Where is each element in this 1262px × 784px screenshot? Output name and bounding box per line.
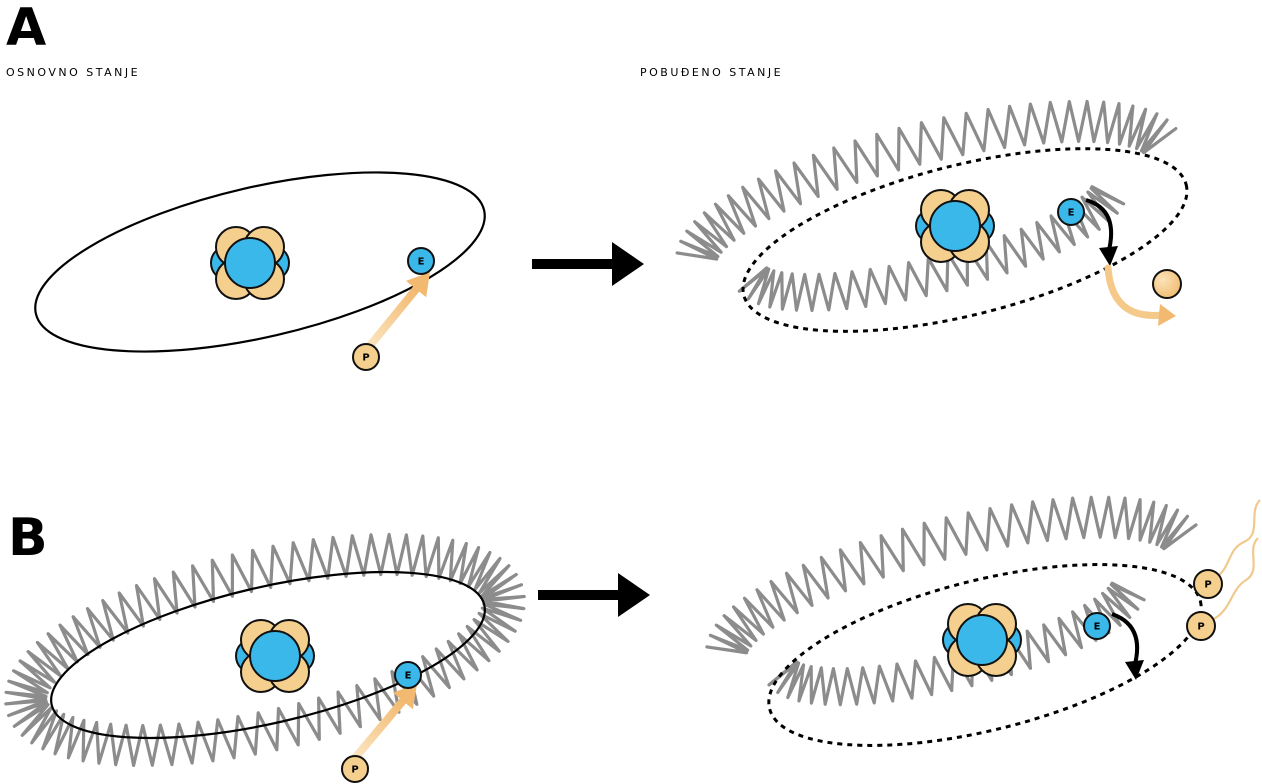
photon-b-ground-label: P: [351, 765, 358, 776]
emitted-photon-path-a: [1108, 268, 1162, 315]
nucleus-a-ground: [211, 227, 289, 299]
nucleus-b-excited: [943, 604, 1021, 676]
transition-arrow-a: [532, 242, 644, 286]
nucleus-b-ground: [236, 620, 314, 692]
transition-arrow-b: [538, 573, 650, 617]
wave-layer: [6, 101, 1196, 765]
electron-a-ground: E: [408, 248, 434, 274]
emitted-photon-b-2: P: [1187, 612, 1215, 640]
nucleus-core: [225, 238, 275, 288]
electron-jump-arrow-b-head: [1125, 660, 1144, 680]
electron-a-ground-label: E: [418, 257, 425, 268]
electron-a-excited-label: E: [1068, 208, 1075, 219]
electron-b-ground-label: E: [405, 671, 412, 682]
transition-arrow-a-shaft: [532, 259, 616, 269]
nucleus-core: [250, 631, 300, 681]
emitted-photon-b-2-label: P: [1197, 622, 1204, 633]
orbit-layer: [19, 112, 1219, 781]
photon-b-ground: P: [342, 756, 368, 782]
electron-b-excited-label: E: [1094, 622, 1101, 633]
emitted-photon-b-1: P: [1194, 570, 1222, 598]
emitted-photon-a: [1153, 270, 1181, 298]
electron-b-excited: E: [1084, 613, 1110, 639]
nucleus-core: [957, 615, 1007, 665]
emitted-photon-b-1-label: P: [1204, 580, 1211, 591]
transition-arrow-b-head: [618, 573, 650, 617]
transition-arrow-a-head: [612, 242, 644, 286]
photon-a-ground: P: [353, 344, 379, 370]
transition-arrow-b-shaft: [538, 590, 622, 600]
emitted-photon-head-a: [1158, 304, 1176, 326]
nucleus-a-excited: [916, 190, 994, 262]
electron-a-excited: E: [1058, 199, 1084, 225]
photon-a-ground-label: P: [362, 353, 369, 364]
nucleus-core: [930, 201, 980, 251]
electron-b-ground: E: [395, 662, 421, 688]
